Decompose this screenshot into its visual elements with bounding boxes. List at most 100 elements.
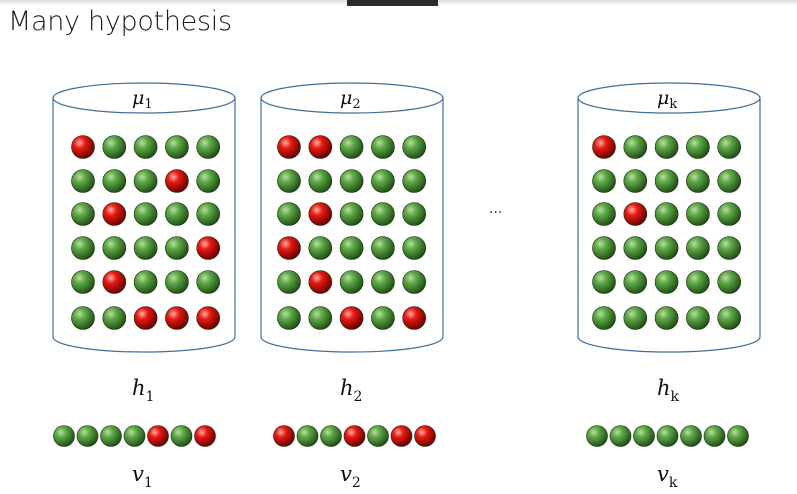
green-marble xyxy=(654,236,679,260)
green-marble xyxy=(308,306,333,330)
green-marble xyxy=(339,135,364,159)
sample-subscript: 2 xyxy=(352,475,361,491)
red-marble xyxy=(277,236,301,260)
sample-green-marble xyxy=(170,425,193,447)
red-marble xyxy=(102,202,127,226)
sample-green-marble xyxy=(76,425,99,447)
green-marble xyxy=(102,135,127,159)
sample-label: vk xyxy=(657,462,678,491)
red-marble xyxy=(165,169,189,193)
green-marble xyxy=(654,135,679,159)
green-marble xyxy=(592,169,616,193)
green-marble xyxy=(71,202,95,226)
hypothesis-label: h2 xyxy=(340,376,362,405)
red-marble xyxy=(402,306,427,330)
sample-green-marble xyxy=(633,425,655,447)
red-marble xyxy=(133,306,158,330)
green-marble xyxy=(654,202,679,226)
cylinder-top xyxy=(52,82,236,114)
ellipsis: ... xyxy=(489,201,502,217)
green-marble xyxy=(133,135,158,159)
green-marble xyxy=(102,236,127,260)
green-marble xyxy=(686,202,710,226)
green-marble xyxy=(308,236,333,260)
sample-green-marble xyxy=(703,425,726,447)
sample-green-marble xyxy=(53,425,75,447)
sample-green-marble xyxy=(680,425,702,447)
green-marble xyxy=(717,306,742,330)
slide-title: Many hypothesis xyxy=(8,6,232,37)
green-marble xyxy=(133,270,158,294)
green-marble xyxy=(371,236,395,260)
green-marble xyxy=(717,202,742,226)
red-marble xyxy=(339,306,364,330)
green-marble xyxy=(402,169,427,193)
sample-red-marble xyxy=(390,425,413,447)
green-marble xyxy=(623,236,648,260)
green-marble xyxy=(165,270,189,294)
mu-subscript: 1 xyxy=(144,97,152,112)
green-marble xyxy=(339,236,364,260)
sample-green-marble xyxy=(320,425,342,447)
red-marble xyxy=(71,135,95,159)
green-marble xyxy=(686,270,710,294)
red-marble xyxy=(308,202,333,226)
green-marble xyxy=(717,169,742,193)
green-marble xyxy=(102,306,127,330)
green-marble xyxy=(717,270,742,294)
green-marble xyxy=(402,135,427,159)
green-marble xyxy=(686,135,710,159)
hypothesis-label: h1 xyxy=(132,376,154,405)
green-marble xyxy=(623,306,648,330)
green-marble xyxy=(196,135,220,159)
green-marble xyxy=(623,270,648,294)
green-marble xyxy=(277,306,301,330)
green-marble xyxy=(196,202,220,226)
green-marble xyxy=(196,270,220,294)
green-marble xyxy=(71,236,95,260)
hypothesis-subscript: k xyxy=(671,389,680,405)
red-marble xyxy=(623,202,648,226)
mu-subscript: k xyxy=(669,97,677,112)
green-marble xyxy=(71,169,95,193)
green-marble xyxy=(339,202,364,226)
green-marble xyxy=(165,236,189,260)
green-marble xyxy=(133,169,158,193)
green-marble xyxy=(402,270,427,294)
green-marble xyxy=(623,169,648,193)
green-marble xyxy=(102,169,127,193)
green-marble xyxy=(277,270,301,294)
hypothesis-label: hk xyxy=(657,376,680,405)
green-marble xyxy=(308,169,333,193)
sample-label: v1 xyxy=(132,462,153,491)
green-marble xyxy=(686,169,710,193)
red-marble xyxy=(592,135,616,159)
sample-red-marble xyxy=(273,425,295,447)
green-marble xyxy=(133,236,158,260)
sample-subscript: k xyxy=(669,475,678,491)
green-marble xyxy=(592,236,616,260)
green-marble xyxy=(71,270,95,294)
sample-green-marble xyxy=(367,425,389,447)
green-marble xyxy=(339,270,364,294)
red-marble xyxy=(102,270,127,294)
green-marble xyxy=(133,202,158,226)
green-marble xyxy=(592,306,616,330)
green-marble xyxy=(277,169,301,193)
green-marble xyxy=(371,169,395,193)
green-marble xyxy=(686,306,710,330)
green-marble xyxy=(654,306,679,330)
green-marble xyxy=(654,169,679,193)
sample-green-marble xyxy=(123,425,146,447)
green-marble xyxy=(686,236,710,260)
cylinder-top xyxy=(260,82,444,114)
green-marble xyxy=(623,135,648,159)
green-marble xyxy=(592,270,616,294)
top-bar-tab xyxy=(347,0,438,6)
sample-red-marble xyxy=(343,425,366,447)
mu-subscript: 2 xyxy=(352,97,360,112)
green-marble xyxy=(371,135,395,159)
green-marble xyxy=(339,169,364,193)
